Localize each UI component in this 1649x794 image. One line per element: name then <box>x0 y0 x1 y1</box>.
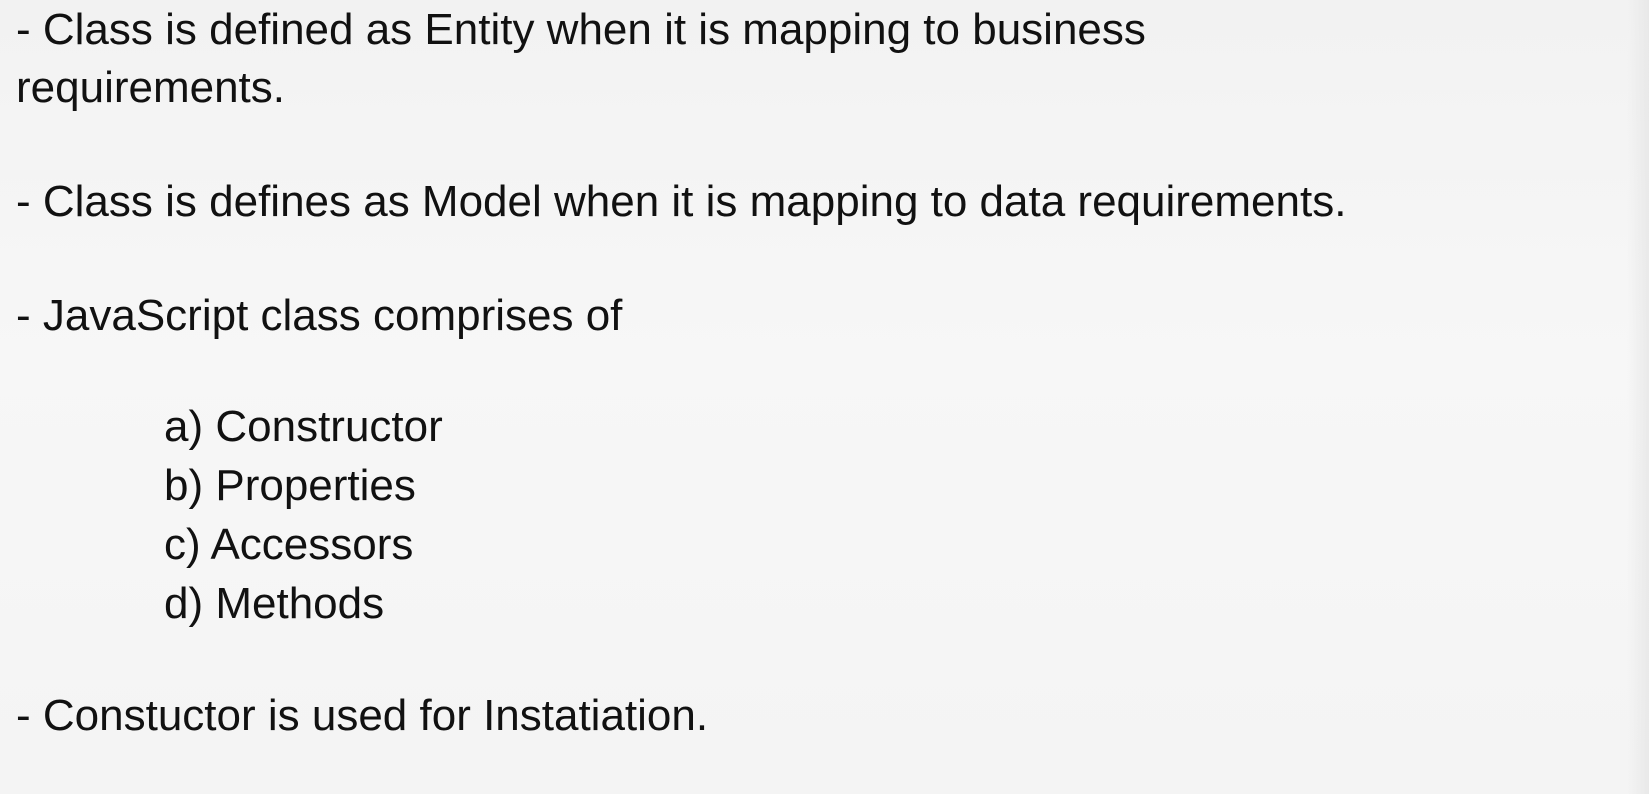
model-definition-line: - Class is defines as Model when it is m… <box>16 177 1347 226</box>
class-parts-list: a) Constructor b) Properties c) Accessor… <box>164 397 443 633</box>
constructor-usage-line: - Constuctor is used for Instatiation. <box>16 691 709 740</box>
list-item: c) Accessors <box>164 520 414 569</box>
list-item: a) Constructor <box>164 402 443 451</box>
list-item: b) Properties <box>164 461 416 510</box>
list-item: d) Methods <box>164 579 385 628</box>
entity-definition-continuation: requirements. <box>16 63 286 112</box>
entity-definition-line: - Class is defined as Entity when it is … <box>16 5 1146 54</box>
class-comprises-line: - JavaScript class comprises of <box>16 291 623 340</box>
